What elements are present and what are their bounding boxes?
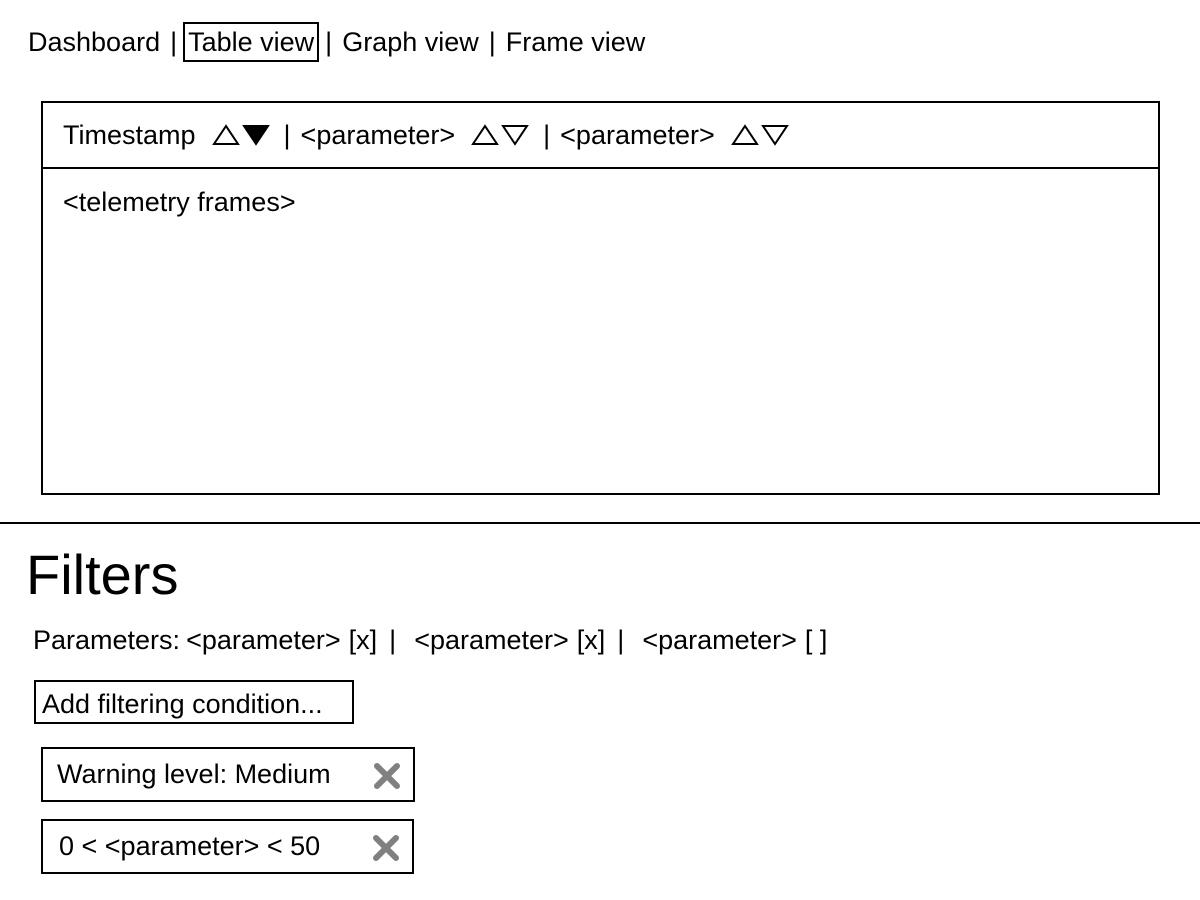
timestamp-sort-controls — [211, 124, 270, 146]
nav-separator: | — [170, 26, 178, 57]
view-nav: Dashboard | Table view | Graph view | Fr… — [24, 22, 649, 62]
table-body: <telemetry frames> — [43, 169, 1158, 236]
nav-separator: | — [325, 26, 333, 57]
parameter-name: <parameter> — [186, 625, 341, 655]
nav-separator: | — [488, 26, 496, 57]
sort-descending-icon[interactable] — [501, 124, 530, 146]
section-divider — [0, 522, 1200, 524]
column-separator: | — [283, 119, 291, 150]
close-x-icon[interactable] — [373, 762, 401, 790]
close-x-icon[interactable] — [372, 834, 400, 862]
parameters-row: Parameters: <parameter> [x] | <parameter… — [33, 625, 827, 656]
telemetry-frames-placeholder: <telemetry frames> — [63, 187, 296, 217]
parameter-name: <parameter> — [642, 625, 797, 655]
add-filtering-condition-button[interactable]: Add filtering condition... — [34, 680, 354, 724]
column-header-timestamp[interactable]: Timestamp — [63, 119, 196, 150]
nav-table-view[interactable]: Table view — [183, 22, 320, 62]
sort-ascending-icon[interactable] — [471, 124, 500, 146]
sort-ascending-icon[interactable] — [211, 124, 240, 146]
nav-dashboard[interactable]: Dashboard — [28, 26, 161, 57]
column-header-parameter[interactable]: <parameter> — [560, 119, 715, 150]
sort-descending-icon[interactable] — [241, 124, 270, 146]
parameter-sort-controls — [471, 124, 530, 146]
nav-frame-view[interactable]: Frame view — [505, 26, 646, 57]
column-separator: | — [543, 119, 551, 150]
sort-descending-icon[interactable] — [760, 124, 789, 146]
parameter-sort-controls — [730, 124, 789, 146]
parameter-checkbox[interactable]: [x] — [348, 625, 378, 655]
filter-condition-label: 0 < <parameter> < 50 — [59, 831, 321, 861]
table-header: Timestamp | <parameter> | <parameter> — [43, 103, 1158, 169]
filter-condition-chip: 0 < <parameter> < 50 — [41, 819, 414, 874]
nav-graph-view[interactable]: Graph view — [342, 26, 479, 57]
sort-ascending-icon[interactable] — [730, 124, 759, 146]
column-header-parameter[interactable]: <parameter> — [300, 119, 456, 150]
filters-title: Filters — [26, 543, 179, 606]
parameters-label: Parameters: — [33, 625, 181, 655]
filter-condition-label: Warning level: Medium — [57, 759, 331, 789]
parameter-separator: | — [617, 625, 625, 655]
telemetry-table: Timestamp | <parameter> | <parameter> — [41, 101, 1160, 495]
parameter-checkbox[interactable]: [x] — [576, 625, 606, 655]
filter-condition-chip: Warning level: Medium — [41, 747, 415, 802]
parameter-separator: | — [389, 625, 397, 655]
parameter-checkbox[interactable]: [ ] — [804, 625, 828, 655]
parameter-name: <parameter> — [414, 625, 569, 655]
